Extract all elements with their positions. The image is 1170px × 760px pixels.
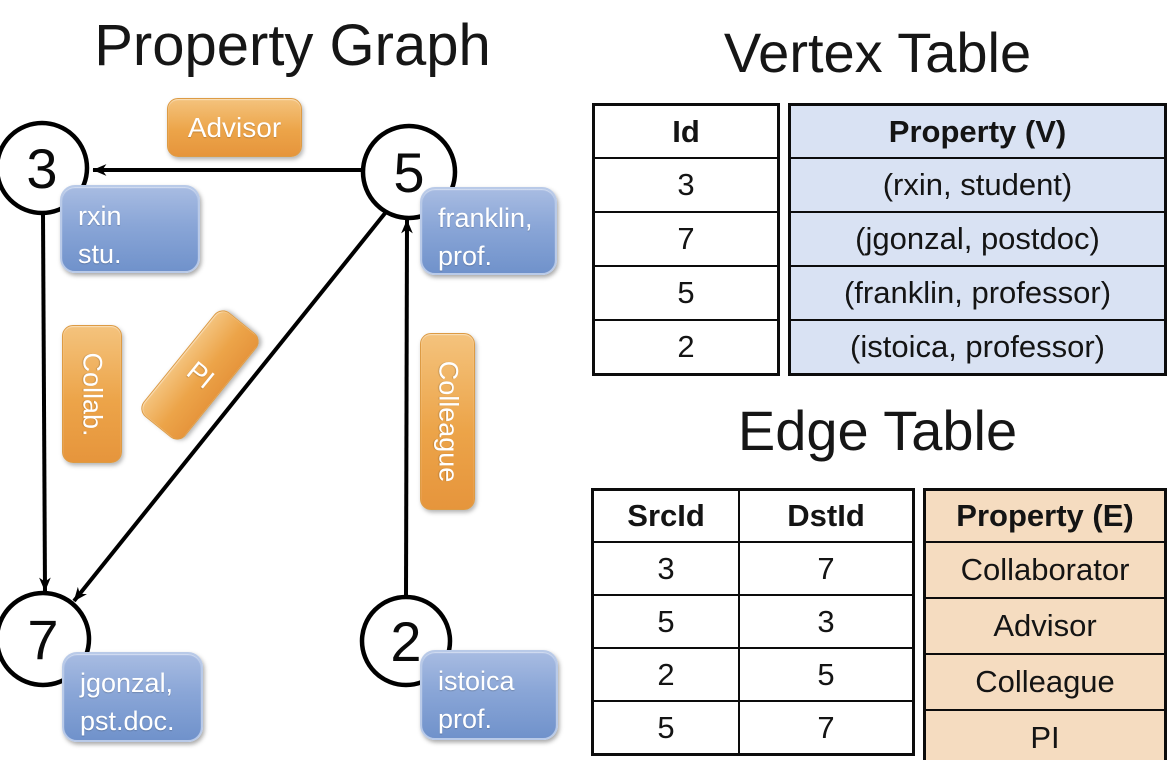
vertex-5-property-line2: prof. [438, 241, 493, 272]
edge-table-id-columns: SrcId 3 5 2 5 DstId 7 3 5 7 [591, 488, 915, 756]
vertex-node-3-id: 3 [26, 136, 58, 200]
edge-table-row-property: Colleague [926, 653, 1164, 709]
vertex-node-2-id: 2 [390, 609, 422, 673]
edge-table-row-srcid: 5 [594, 594, 739, 647]
vertex-table-row-id: 7 [595, 211, 777, 265]
edge-table-row-dstid: 7 [740, 541, 912, 594]
vertex-table-row-id: 3 [595, 157, 777, 211]
edge-table-row-dstid: 5 [740, 647, 912, 700]
edge-label-collab: Collab. [62, 325, 122, 463]
vertex-table-row-property: (istoica, professor) [791, 319, 1164, 373]
edge-table-dstid-header: DstId [787, 498, 865, 533]
edge-label-pi-text: PI [180, 354, 220, 395]
edge-label-colleague: Colleague [420, 333, 475, 510]
vertex-2-property-line2: prof. [438, 704, 493, 735]
edge-label-colleague-text: Colleague [433, 360, 463, 483]
edge-table-row-dstid: 7 [740, 700, 912, 753]
vertex-5-property-line1: franklin, [438, 203, 533, 233]
edge-table-row-srcid: 2 [594, 647, 739, 700]
edge-5-to-7-arrow [72, 210, 388, 603]
vertex-table-id-header: Id [672, 113, 700, 149]
edge-table-row-srcid: 3 [594, 541, 739, 594]
property-graph-title: Property Graph [94, 13, 491, 78]
edge-table-row-srcid: 5 [594, 700, 739, 753]
edge-table-title: Edge Table [737, 399, 1018, 462]
vertex-5-property-box: franklin, prof. [420, 187, 557, 275]
vertex-table-row-property: (rxin, student) [791, 157, 1164, 211]
edge-label-collab-text: Collab. [77, 351, 108, 437]
edge-table-property-header: Property (E) [926, 491, 1164, 541]
vertex-table-row-id: 5 [595, 265, 777, 319]
vertex-7-property-box: jgonzal, pst.doc. [62, 652, 203, 742]
vertex-2-property-line1: istoica [438, 666, 515, 696]
vertex-2-property-box: istoica prof. [420, 650, 558, 740]
vertex-table-row-id: 2 [595, 319, 777, 373]
edge-table-property-column: Property (E) Collaborator Advisor Collea… [923, 488, 1167, 760]
edge-label-advisor: Advisor [167, 98, 302, 157]
edge-table-row-property: PI [926, 709, 1164, 760]
vertex-3-property-line1: rxin [78, 201, 122, 231]
vertex-table-property-column: Property (V) (rxin, student) (jgonzal, p… [788, 103, 1167, 376]
vertex-3-property-box: rxin stu. [60, 185, 200, 273]
vertex-node-5-id: 5 [393, 140, 425, 204]
edge-table-srcid-column: SrcId 3 5 2 5 [594, 491, 739, 753]
vertex-table-property-header: Property (V) [791, 106, 1164, 157]
edge-3-to-7-arrow [39, 213, 51, 592]
vertex-table-row-property: (franklin, professor) [791, 265, 1164, 319]
vertex-table-row-property: (jgonzal, postdoc) [791, 211, 1164, 265]
vertex-table-id-column: Id 3 7 5 2 [592, 103, 780, 376]
vertex-7-property-line1: jgonzal, [80, 668, 174, 698]
vertex-3-property-line2: stu. [78, 239, 122, 270]
edge-label-advisor-text: Advisor [187, 111, 282, 143]
vertex-node-7-id: 7 [27, 607, 59, 671]
edge-table-srcid-header: SrcId [627, 498, 705, 533]
vertex-7-property-line2: pst.doc. [80, 706, 175, 737]
edge-table-dstid-column: DstId 7 3 5 7 [738, 491, 912, 753]
edge-table-row-property: Collaborator [926, 541, 1164, 597]
vertex-table-title: Vertex Table [723, 21, 1032, 84]
edge-table-row-property: Advisor [926, 597, 1164, 653]
edge-2-to-5-arrow [401, 219, 413, 597]
edge-table-row-dstid: 3 [740, 594, 912, 647]
